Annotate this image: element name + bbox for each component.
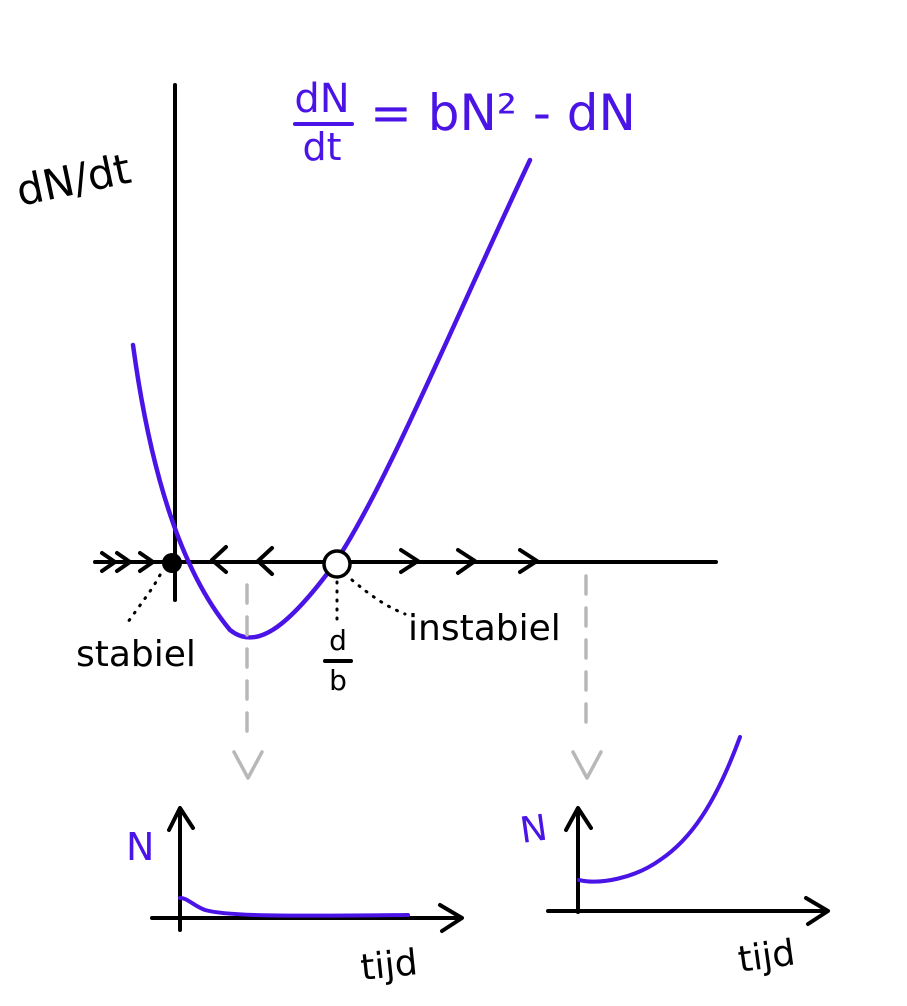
equilibrium-numerator: d: [329, 624, 347, 657]
stable-label: stabiel: [76, 634, 196, 675]
flow-arrow-right: [456, 548, 477, 575]
left-inset-x-label: tijd: [359, 942, 420, 989]
left-inset: N tijd: [126, 806, 464, 989]
right-inset-x-label: tijd: [736, 932, 798, 981]
unstable-equilibrium-point: [322, 549, 352, 579]
unstable-label: instabiel: [408, 608, 561, 649]
left-inset-y-arrowhead: [167, 806, 195, 832]
flow-arrow-right: [138, 551, 155, 573]
stable-leader: [126, 573, 162, 624]
flow-arrow-left: [256, 546, 274, 576]
right-inset-y-label: N: [518, 808, 550, 852]
right-inset-curve: [577, 735, 742, 884]
stable-equilibrium-point: [162, 553, 182, 573]
equation-rhs: = bN² - dN: [370, 84, 636, 142]
equation-denominator: dt: [302, 125, 341, 169]
right-inset: N tijd: [518, 735, 830, 981]
flow-arrow-right: [100, 551, 117, 573]
flow-arrow-left: [210, 545, 228, 574]
rate-curve: [130, 157, 533, 640]
right-inset-x-arrowhead: [804, 896, 830, 926]
equilibrium-denominator: b: [329, 664, 347, 697]
equation: dN dt = bN² - dN: [293, 76, 636, 169]
flow-arrow-right: [115, 551, 132, 573]
left-inset-x-arrowhead: [438, 903, 464, 933]
guide-arrowhead-left: [232, 750, 264, 780]
unstable-leader: [350, 578, 407, 616]
flow-arrow-right: [518, 548, 539, 574]
guide-arrowhead-right: [571, 750, 603, 780]
y-axis-label: dN/dt: [12, 144, 135, 216]
equation-numerator: dN: [294, 76, 349, 122]
left-inset-y-label: N: [126, 825, 154, 869]
flow-arrow-right: [399, 548, 420, 574]
left-inset-curve: [178, 896, 410, 918]
flow-arrows: [100, 545, 539, 576]
right-inset-y-arrowhead: [564, 806, 593, 832]
